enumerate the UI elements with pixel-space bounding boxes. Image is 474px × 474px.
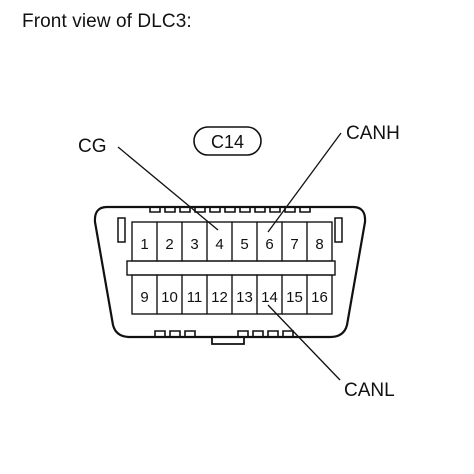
pin-number: 13 (236, 289, 253, 306)
pin-number: 2 (165, 236, 173, 253)
connector-code-text: C14 (211, 132, 244, 152)
pin-number: 12 (211, 289, 228, 306)
pin-number: 10 (161, 289, 178, 306)
pin-number: 6 (265, 236, 273, 253)
center-separator-bar (126, 260, 336, 276)
pin-number: 5 (240, 236, 248, 253)
pin-number: 8 (315, 236, 323, 253)
pin-number: 1 (140, 236, 148, 253)
pin-number: 15 (286, 289, 303, 306)
pin-number: 9 (140, 289, 148, 306)
connector-code-badge: C14 (193, 126, 262, 156)
right-latch-slot (334, 217, 343, 243)
top-key-teeth (149, 207, 311, 213)
connector-housing (93, 205, 367, 339)
connector-code-outline (193, 126, 262, 156)
pin-number: 7 (290, 236, 298, 253)
pin-number: 4 (215, 236, 223, 253)
canl-leader-line (267, 304, 341, 381)
cg-leader-line (117, 146, 219, 231)
canl-label: CANL (344, 380, 395, 401)
pin-number: 11 (187, 289, 203, 306)
connector-bottom-tab (211, 337, 245, 345)
bottom-key-teeth (154, 330, 294, 337)
pin-number: 14 (261, 289, 278, 306)
diagram-caption: Front view of DLC3: (22, 11, 192, 32)
pin-cell (306, 274, 333, 315)
pin-cell (306, 221, 333, 262)
pin-number: 16 (311, 289, 328, 306)
pin-number: 3 (190, 236, 198, 253)
left-latch-slot (117, 217, 126, 243)
cg-label: CG (78, 136, 107, 157)
canh-label: CANH (346, 123, 400, 144)
canh-leader-line (267, 132, 342, 233)
bottom-pin-row: 9 10 11 12 13 14 15 16 (131, 274, 333, 315)
